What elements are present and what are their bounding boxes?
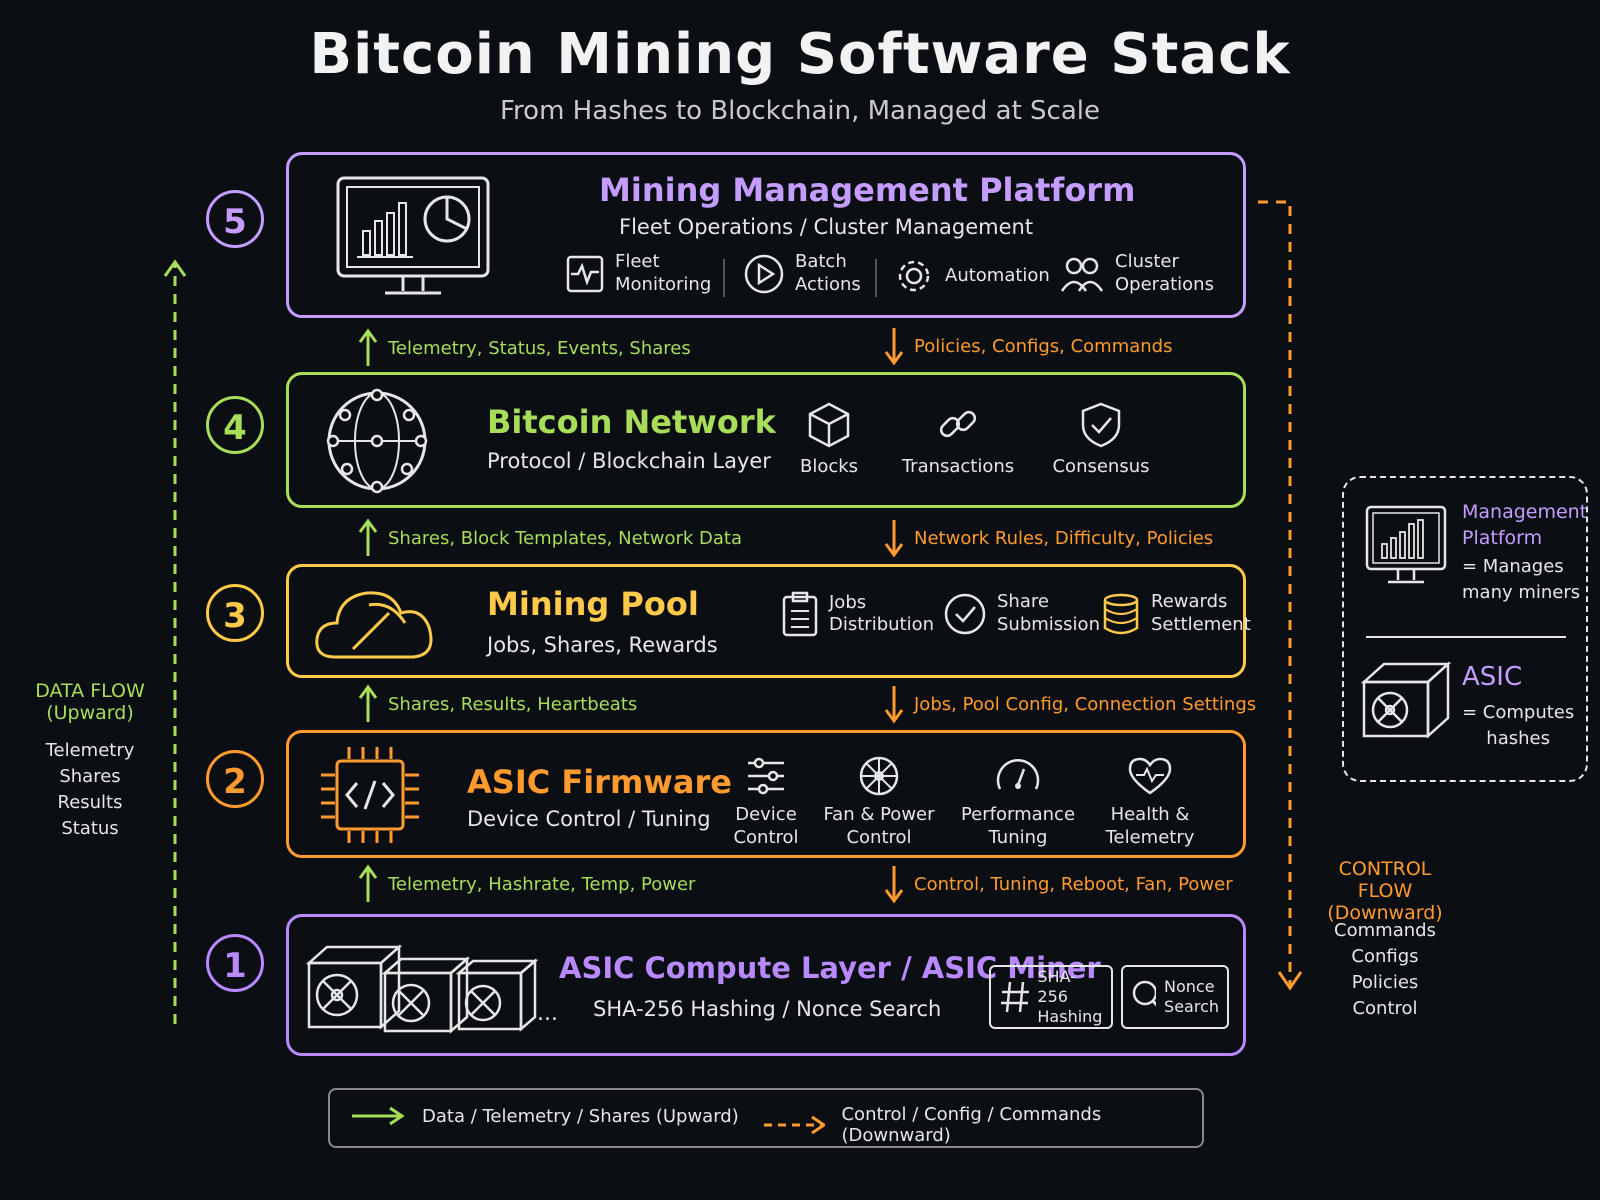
- arrow-down-icon: [884, 866, 904, 904]
- heart-pulse-icon: [1128, 757, 1172, 795]
- data-flow-title: DATA FLOW(Upward): [35, 680, 145, 724]
- solid-arrow-right-icon: [352, 1106, 405, 1126]
- bottom-legend: Data / Telemetry / Shares (Upward) Contr…: [328, 1088, 1204, 1148]
- clipboard-icon: [782, 591, 818, 637]
- shield-check-icon: [1081, 402, 1121, 448]
- fan-icon: [859, 756, 899, 796]
- flow-up-5-4: Telemetry, Status, Events, Shares: [358, 328, 691, 368]
- arrow-down-icon: [884, 328, 904, 366]
- arrow-up-icon: [358, 684, 378, 722]
- layer-5-subtitle: Fleet Operations / Cluster Management: [619, 215, 1034, 239]
- coins-icon: [1103, 593, 1139, 634]
- cube-icon: [808, 402, 850, 448]
- asic-miner-icon: [1360, 661, 1452, 739]
- flow-up-3-2: Shares, Results, Heartbeats: [358, 684, 637, 724]
- gear-icon: [898, 260, 930, 292]
- diagram-subtitle: From Hashes to Blockchain, Managed at Sc…: [499, 96, 1100, 126]
- arrow-up-icon: [358, 328, 378, 366]
- legend-control-flow: Control / Config / Commands (Downward): [762, 1104, 1202, 1146]
- sliders-icon: [748, 757, 784, 795]
- layer-1-subtitle: SHA-256 Hashing / Nonce Search: [593, 997, 942, 1021]
- feature-divider: [723, 259, 725, 297]
- flow-up-2-1: Telemetry, Hashrate, Temp, Power: [358, 864, 695, 904]
- layer-4-bitcoin-network: Bitcoin Network Protocol / Blockchain La…: [286, 372, 1246, 508]
- flow-down-5-4: Policies, Configs, Commands: [884, 326, 1173, 366]
- hash-icon: [1001, 981, 1029, 1013]
- play-circle-icon: [744, 254, 784, 293]
- flow-down-4-3: Network Rules, Difficulty, Policies: [884, 518, 1213, 558]
- layer-2-name: ASIC Firmware: [467, 763, 732, 801]
- layer-3-subtitle: Jobs, Shares, Rewards: [487, 633, 718, 657]
- search-icon: [1132, 980, 1157, 1007]
- layer-2-asic-firmware: ASIC Firmware Device Control / Tuning De…: [286, 730, 1246, 858]
- layer-3-name: Mining Pool: [487, 585, 699, 623]
- layer-1-name: ASIC Compute Layer / ASIC Miner: [559, 951, 1101, 985]
- flow-down-3-2: Jobs, Pool Config, Connection Settings: [884, 684, 1256, 724]
- layer-2-subtitle: Device Control / Tuning: [467, 807, 711, 831]
- layer-4-name: Bitcoin Network: [487, 403, 776, 441]
- arrow-down-icon: [884, 520, 904, 558]
- flow-up-4-3: Shares, Block Templates, Network Data: [358, 518, 742, 558]
- feature-automation: Automation: [893, 255, 1050, 297]
- flow-down-2-1: Control, Tuning, Reboot, Fan, Power: [884, 864, 1233, 904]
- link-icon: [939, 410, 977, 438]
- layer-2-number: 2: [206, 750, 264, 808]
- layer-4-number: 4: [206, 396, 264, 454]
- more-miners-ellipsis: ...: [537, 1001, 558, 1026]
- layer-1-asic-compute: ... ASIC Compute Layer / ASIC Miner SHA-…: [286, 914, 1246, 1056]
- layer-5-number: 5: [206, 190, 264, 248]
- layer-1-number: 1: [206, 934, 264, 992]
- layer-3-number: 3: [206, 584, 264, 642]
- layer-4-subtitle: Protocol / Blockchain Layer: [487, 449, 771, 473]
- dashed-arrow-right-icon: [764, 1115, 826, 1135]
- layer-5-name: Mining Management Platform: [599, 171, 1136, 209]
- arrow-up-icon: [358, 518, 378, 556]
- layer-5-management-platform: Mining Management Platform Fleet Operati…: [286, 152, 1246, 318]
- feature-divider: [875, 259, 877, 297]
- legend-data-flow: Data / Telemetry / Shares (Upward): [350, 1104, 739, 1128]
- cloud-pickaxe-icon: [315, 591, 433, 659]
- chip-code-icon: [321, 747, 419, 843]
- diagram-title: Bitcoin Mining Software Stack: [309, 22, 1291, 87]
- gauge-icon: [996, 759, 1040, 790]
- data-flow-arrow: [163, 259, 187, 1024]
- feature-blocks: Blocks: [789, 401, 869, 478]
- side-legend-divider: [1366, 636, 1566, 638]
- arrow-up-icon: [358, 864, 378, 902]
- check-circle-icon: [944, 593, 986, 634]
- control-flow-title: CONTROL FLOW(Downward): [1327, 858, 1443, 924]
- arrow-down-icon: [884, 686, 904, 724]
- feature-health-telemetry: Health &Telemetry: [1095, 755, 1205, 850]
- monitor-chart-icon: [336, 176, 490, 295]
- feature-consensus: Consensus: [1041, 401, 1161, 478]
- side-legend-asic-title: ASIC: [1462, 662, 1523, 692]
- control-flow-arrow: [1258, 200, 1303, 991]
- feature-transactions: Transactions: [893, 401, 1023, 478]
- monitor-chart-icon: [1365, 505, 1447, 584]
- pulse-monitor-icon: [566, 255, 604, 292]
- users-icon: [1060, 257, 1104, 292]
- asic-miners-icon: [305, 944, 539, 1034]
- globe-network-icon: [326, 388, 428, 494]
